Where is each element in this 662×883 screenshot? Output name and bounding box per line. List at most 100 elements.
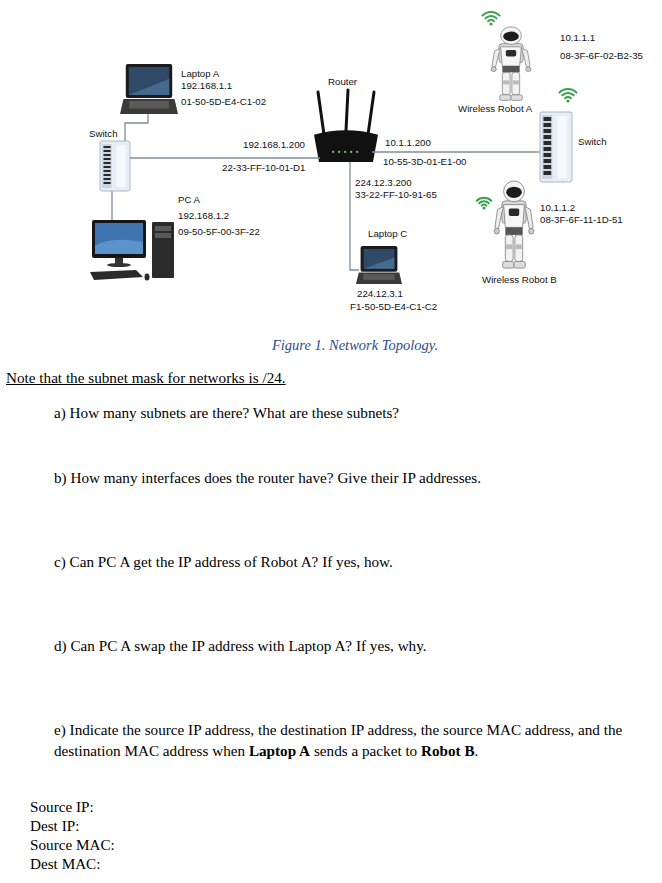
question: b) How many interfaces does the router h… [54, 468, 481, 487]
robot-knee [503, 80, 509, 84]
switch-port [104, 178, 111, 180]
laptop-lid [361, 246, 398, 272]
answer-field: Dest IP: [30, 816, 79, 835]
wifi-arc [477, 198, 491, 201]
device-label: 10.1.1.2 [540, 202, 575, 213]
laptop-screen [129, 67, 169, 95]
laptop-lid [126, 64, 172, 98]
robot-illustration [474, 176, 634, 288]
robot-node: 10.1.1.1 08-3F-6F-02-B2-35Wireless Robot … [455, 8, 650, 116]
switch-body [100, 141, 130, 191]
wifi-arc [560, 89, 577, 93]
robot-hand [491, 67, 496, 72]
robot-hips [505, 227, 522, 235]
switch-port [544, 147, 552, 151]
interface-mac: 22-33-FF-10-01-D1 [222, 162, 305, 173]
robot-figure [494, 181, 534, 268]
switch-port [104, 170, 111, 172]
device-label: Wireless Robot A [458, 103, 532, 114]
router-illustration [312, 74, 380, 165]
robot-figure [491, 27, 531, 101]
switch-panel [102, 144, 112, 188]
switch-port [104, 162, 111, 164]
robot-hand [494, 228, 499, 234]
device-label: 224.12.3.1 [357, 288, 403, 299]
switch-highlight [558, 116, 568, 178]
pc-icon [90, 220, 174, 281]
network-link [349, 165, 350, 226]
cable [125, 128, 137, 158]
robot-arm [495, 207, 504, 230]
robot-chest [509, 208, 519, 216]
cable [312, 152, 380, 165]
device-label: Wireless Robot B [482, 274, 557, 285]
robot-icon [494, 181, 534, 268]
switch-illustration [536, 110, 612, 184]
robot-leg [515, 235, 523, 262]
router-led [350, 151, 352, 153]
switch-port [544, 117, 552, 121]
wifi-dot [489, 22, 492, 25]
switch-port [104, 154, 111, 156]
router-node: Router [312, 74, 380, 165]
laptop-screen [364, 249, 395, 269]
switch-body [540, 112, 572, 182]
wifi-arc [482, 204, 487, 207]
question: d) Can PC A swap the IP address with Lap… [54, 636, 427, 655]
question: a) How many subnets are there? What are … [54, 403, 399, 422]
router-led [344, 151, 346, 153]
network-link [125, 118, 148, 128]
robot-knee [513, 80, 519, 84]
switch-port [544, 159, 552, 163]
question-emphasis: Laptop A [249, 742, 310, 759]
robot-node: 10.1.1.208-3F-6F-11-1D-51Wireless Robot … [474, 176, 634, 288]
wifi-dot [482, 206, 485, 209]
answer-field: Source MAC: [30, 835, 115, 854]
network-link [380, 151, 536, 152]
robot-leg [512, 72, 520, 94]
device-label: 192.168.1.2 [178, 210, 229, 221]
device-label: 08-3F-6F-02-B2-35 [560, 50, 643, 61]
drive-bay [155, 226, 171, 231]
wifi-arc [488, 20, 494, 21]
switch-panel [542, 115, 552, 179]
device-label: Laptop C [368, 228, 407, 239]
wifi-arc [562, 93, 573, 95]
switch-port [544, 171, 552, 175]
pc-tower [152, 222, 174, 278]
device-label: Laptop A [181, 68, 219, 79]
laptop-base [120, 99, 178, 114]
switch-port [104, 158, 111, 160]
device-label: F1-50-5D-E4-C1-C2 [350, 301, 437, 312]
router-antenna [368, 92, 374, 135]
monitor-screen [95, 223, 143, 254]
switch-port [104, 166, 111, 168]
question-text: . [475, 742, 479, 759]
wifi-symbol [560, 89, 577, 103]
device-label: 01-50-5D-E4-C1-02 [181, 96, 266, 107]
robot-knee [516, 244, 522, 249]
interface-ip: 224.12.3.200 [355, 177, 412, 188]
monitor-frame [92, 220, 146, 258]
robot-hand [526, 67, 531, 72]
screen-glare [364, 257, 395, 268]
robot-torso [504, 205, 525, 228]
device-label: 09-50-5F-00-3F-22 [178, 226, 260, 237]
wifi-dot [566, 99, 569, 102]
switch-highlight [117, 145, 126, 187]
laptop-base [356, 273, 402, 284]
laptop-keyboard [363, 274, 394, 280]
robot-foot [514, 261, 525, 268]
robot-hips [502, 66, 519, 72]
drive-bay [155, 233, 171, 238]
wifi-arc [565, 97, 571, 98]
laptop-icon [356, 246, 402, 284]
switch-port [544, 135, 552, 139]
router-led [338, 151, 340, 153]
device-label: Router [328, 76, 357, 87]
interface-ip: 192.168.1.200 [243, 139, 305, 150]
robot-leg [505, 235, 513, 262]
laptop-node: Laptop A192.168.1.101-50-5D-E4-C1-02 [116, 61, 272, 118]
device-label: 10.1.1.1 [560, 32, 595, 43]
